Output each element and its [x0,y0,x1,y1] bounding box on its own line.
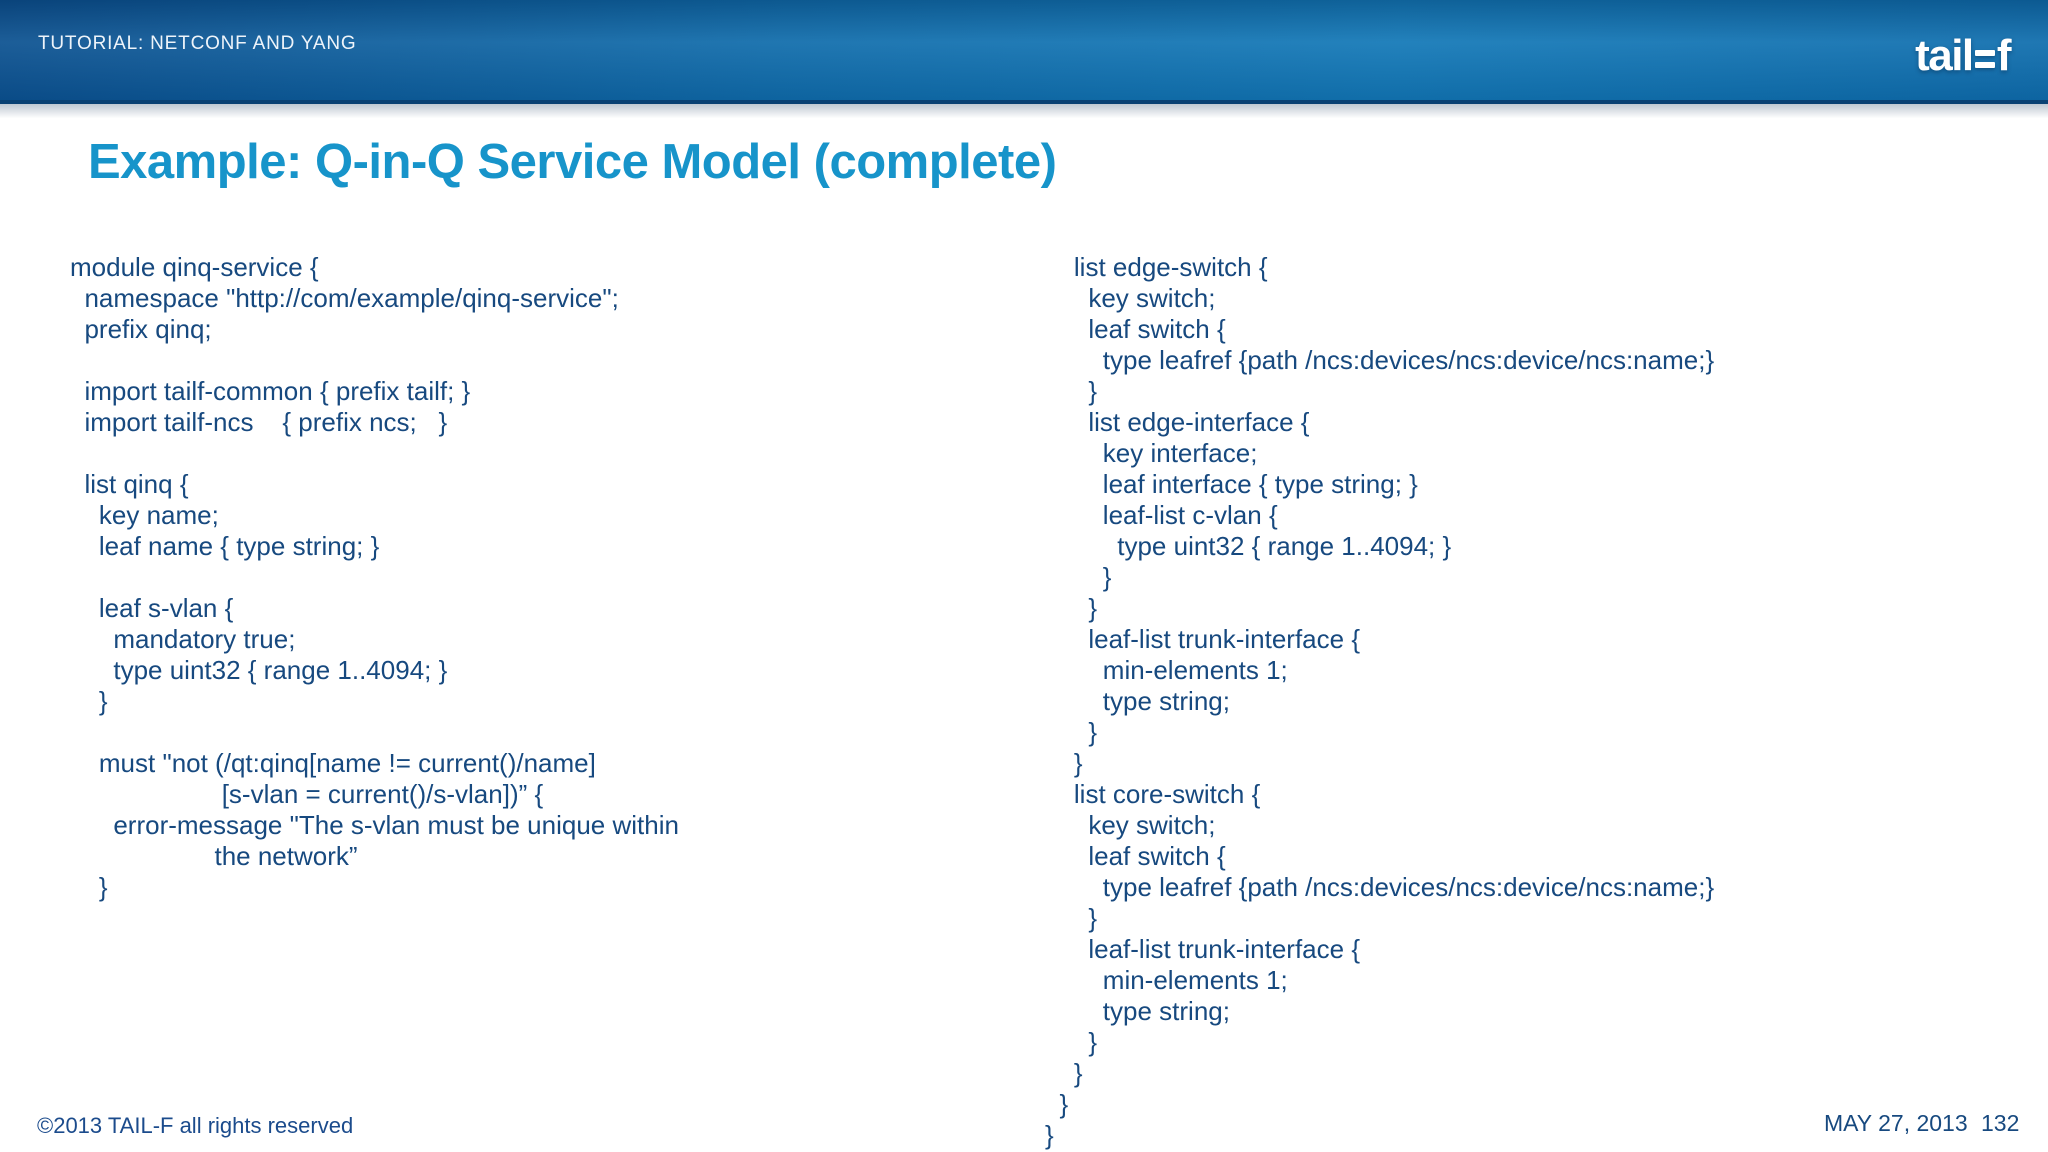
tailf-logo-f: f [1996,31,2012,80]
footer-date: MAY 27, 2013 [1824,1110,1968,1136]
code-left-column: module qinq-service { namespace "http://… [70,252,679,902]
footer-copyright: ©2013 TAIL-F all rights reserved [37,1113,354,1138]
header-shadow-divider [0,104,2048,120]
logo-hyphen-icon [1973,43,1996,70]
footer-page-number: 132 [1981,1110,2020,1136]
header-eyebrow: TUTORIAL: NETCONF AND YANG [38,33,357,54]
tailf-logo-tail: tail [1915,31,1974,80]
slide-title: Example: Q-in-Q Service Model (complete) [88,135,1057,189]
code-right-column: list edge-switch { key switch; leaf swit… [1045,252,1715,1150]
